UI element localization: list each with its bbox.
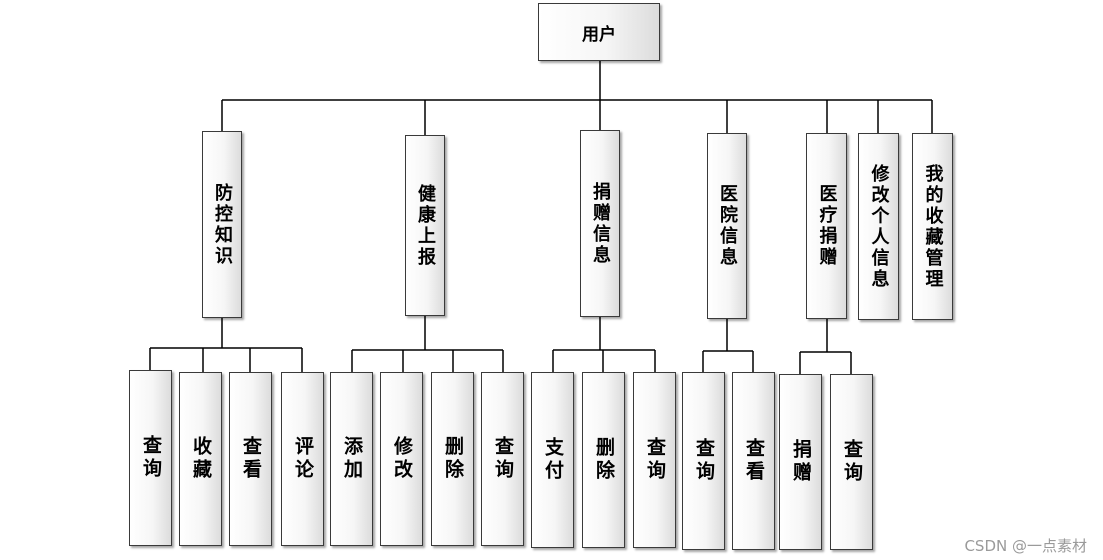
leaf-node: 查看 xyxy=(229,372,272,546)
module-node: 医院信息 xyxy=(707,133,747,319)
leaf-label: 查询 xyxy=(841,439,863,485)
module-node: 捐赠信息 xyxy=(580,130,620,317)
leaf-label: 查询 xyxy=(140,435,162,481)
leaf-label: 收藏 xyxy=(190,436,212,482)
leaf-node: 评论 xyxy=(281,372,324,546)
module-label: 医院信息 xyxy=(717,184,738,268)
module-node: 我的收藏管理 xyxy=(912,133,953,320)
watermark: CSDN @一点素材 xyxy=(964,537,1087,555)
leaf-label: 支付 xyxy=(542,437,564,483)
leaf-label: 评论 xyxy=(292,436,314,482)
leaf-node: 捐赠 xyxy=(779,374,822,550)
leaf-label: 查看 xyxy=(743,438,765,484)
leaf-node: 查询 xyxy=(129,370,172,546)
leaf-label: 删除 xyxy=(442,436,464,482)
leaf-label: 查询 xyxy=(644,437,666,483)
root-label: 用户 xyxy=(582,24,616,45)
leaf-node: 查询 xyxy=(633,372,676,548)
leaf-node: 查看 xyxy=(732,372,775,550)
module-label: 健康上报 xyxy=(415,183,436,268)
module-label: 医疗捐赠 xyxy=(816,184,838,268)
module-node: 医疗捐赠 xyxy=(806,133,847,319)
leaf-node: 支付 xyxy=(531,372,574,548)
leaf-label: 捐赠 xyxy=(790,439,812,485)
module-label: 防控知识 xyxy=(212,182,233,267)
module-label: 捐赠信息 xyxy=(590,181,611,266)
module-label: 我的收藏管理 xyxy=(922,163,944,290)
leaf-node: 收藏 xyxy=(179,372,222,546)
module-label: 修改个人信息 xyxy=(868,163,890,290)
leaf-label: 删除 xyxy=(593,437,615,483)
leaf-node: 删除 xyxy=(582,372,625,548)
leaf-label: 查询 xyxy=(492,436,514,482)
module-node: 防控知识 xyxy=(202,131,242,318)
root-node: 用户 xyxy=(538,3,660,61)
leaf-node: 查询 xyxy=(682,372,725,550)
leaf-node: 添加 xyxy=(330,372,373,546)
leaf-node: 删除 xyxy=(431,372,474,546)
module-node: 修改个人信息 xyxy=(858,133,899,320)
leaf-label: 添加 xyxy=(341,436,363,482)
leaf-label: 查询 xyxy=(693,438,715,484)
leaf-label: 修改 xyxy=(391,436,413,482)
leaf-node: 查询 xyxy=(481,372,524,546)
leaf-node: 修改 xyxy=(380,372,423,546)
leaf-node: 查询 xyxy=(830,374,873,550)
leaf-label: 查看 xyxy=(240,436,262,482)
module-node: 健康上报 xyxy=(405,135,445,316)
